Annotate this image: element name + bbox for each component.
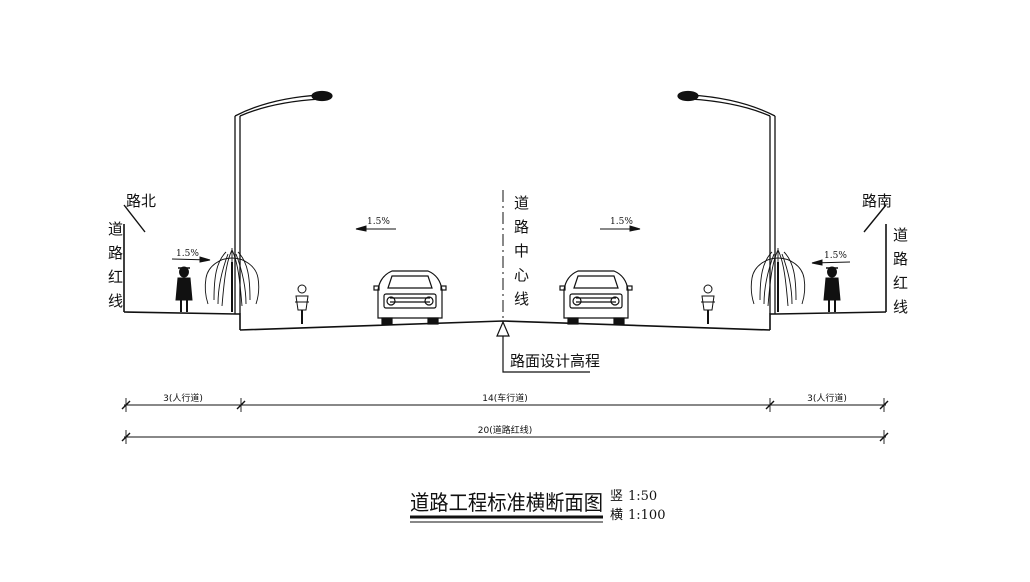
- dimension-line-1: [121, 398, 889, 412]
- right-red-line-tick: [863, 204, 887, 233]
- red-line-left-char-4: 线: [108, 292, 123, 310]
- dim-left-sidewalk: 3(人行道): [163, 392, 203, 404]
- design-elevation-label: 路面设计高程: [510, 352, 600, 370]
- horizontal-scale-value: 1:100: [628, 508, 665, 523]
- right-sidewalk-surface: [769, 311, 887, 330]
- slope-arrow-right-carriageway: [600, 225, 641, 232]
- dim-total: 20(道路红线): [478, 424, 532, 436]
- pedestrian-right: [823, 266, 841, 312]
- dimension-line-2: [121, 430, 889, 444]
- left-sidewalk-surface: [123, 311, 241, 330]
- slope-right-sidewalk: 1.5%: [824, 251, 847, 261]
- red-line-left-char-1: 道: [108, 220, 123, 238]
- dim-right-sidewalk: 3(人行道): [807, 392, 847, 404]
- slope-arrow-left-carriageway: [355, 225, 396, 232]
- car-left: [373, 270, 447, 325]
- street-lamp-left: [234, 90, 333, 314]
- road-profile: [123, 204, 887, 331]
- red-line-left-char-3: 红: [108, 268, 123, 286]
- vertical-scale-value: 1:50: [628, 489, 657, 504]
- design-elevation-marker: [496, 320, 590, 373]
- slope-arrow-right-sidewalk: [811, 259, 851, 266]
- red-line-right-char-4: 线: [893, 298, 908, 316]
- centerline-char-1: 道: [514, 194, 529, 212]
- centerline-char-5: 线: [514, 290, 529, 308]
- slope-left-sidewalk: 1.5%: [176, 249, 199, 259]
- red-line-right-char-2: 路: [893, 250, 908, 268]
- red-line-right-char-3: 红: [893, 274, 908, 292]
- centerline-char-3: 中: [514, 242, 529, 260]
- pedestrian-left: [175, 266, 193, 312]
- left-red-line-tick: [123, 204, 146, 233]
- horizontal-scale-label: 横: [610, 508, 623, 523]
- red-line-right-char-1: 道: [893, 226, 908, 244]
- red-line-left-char-2: 路: [108, 244, 123, 262]
- centerline-char-2: 路: [514, 218, 529, 236]
- dim-carriageway: 14(车行道): [482, 392, 527, 404]
- willow-tree-right: [750, 248, 806, 312]
- vertical-scale-label: 竖: [610, 489, 623, 504]
- road-north-label: 路北: [126, 192, 156, 210]
- cyclist-left: [295, 284, 309, 324]
- street-lamp-right: [677, 90, 776, 314]
- willow-tree-left: [204, 248, 260, 312]
- cyclist-right: [701, 284, 715, 324]
- drawing-title: 道路工程标准横断面图: [410, 491, 603, 515]
- slope-right-carriageway: 1.5%: [610, 217, 633, 227]
- slope-arrow-left-sidewalk: [171, 256, 211, 263]
- slope-left-carriageway: 1.5%: [367, 217, 390, 227]
- car-right: [559, 270, 633, 325]
- centerline-char-4: 心: [514, 266, 529, 284]
- road-south-label: 路南: [862, 192, 892, 210]
